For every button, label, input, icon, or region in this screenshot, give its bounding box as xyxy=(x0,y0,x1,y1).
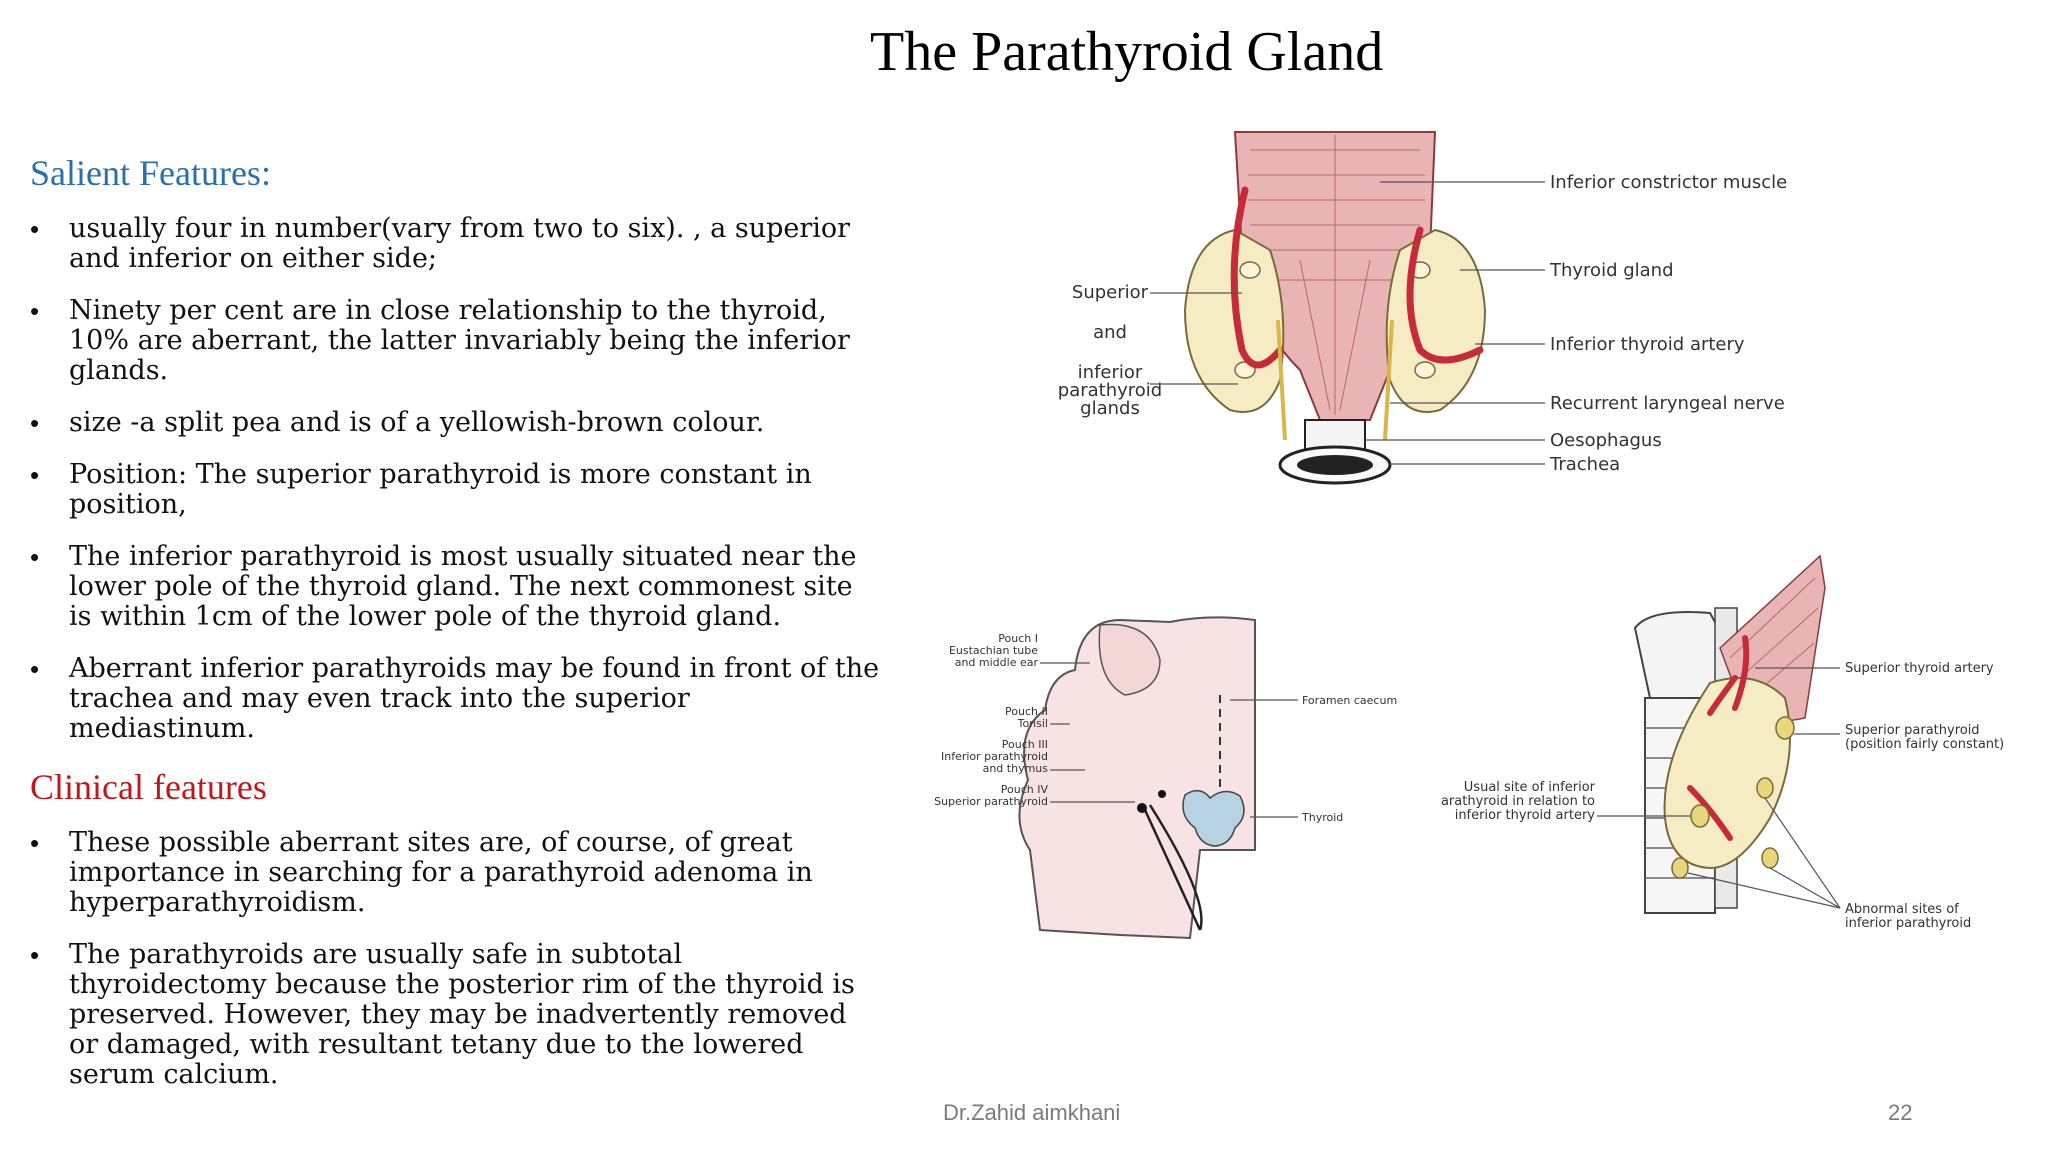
abnormal-site-3 xyxy=(1671,857,1689,879)
lateral-labels: Superior thyroid artery Superior parathy… xyxy=(1441,661,2004,931)
salient-features-list: • usually four in number(vary from two to… xyxy=(30,214,880,744)
label-pouch1-line3: and middle ear xyxy=(955,656,1039,669)
trachea-lumen xyxy=(1297,455,1373,475)
label-inferior-thyroid-artery: Inferior thyroid artery xyxy=(1550,334,1745,355)
label-superior: Superior xyxy=(1072,282,1149,303)
posterior-thyroid-figure: Superior and inferior parathyroid glands… xyxy=(1058,131,1787,485)
bullet-icon: • xyxy=(30,828,40,858)
label-oesophagus: Oesophagus xyxy=(1550,430,1662,451)
label-pouch3: Pouch III xyxy=(1002,738,1048,751)
label-pouch3-line3: and thymus xyxy=(983,762,1049,775)
bullet-icon: • xyxy=(30,214,40,244)
text-column: Salient Features: • usually four in numbe… xyxy=(30,152,880,1112)
label-usual-site-line2: arathyroid in relation to xyxy=(1441,794,1595,809)
salient-features-heading: Salient Features: xyxy=(30,153,271,193)
page-number: 22 xyxy=(1888,1100,1913,1125)
label-inferior: inferior xyxy=(1078,362,1143,383)
lateral-parathyroid-figure: Superior thyroid artery Superior parathy… xyxy=(1441,554,2004,931)
label-foramen-caecum: Foramen caecum xyxy=(1302,694,1397,707)
list-item-text: size -a split pea and is of a yellowish-… xyxy=(69,407,765,438)
list-item: • Ninety per cent are in close relationsh… xyxy=(30,296,880,386)
label-abnormal-sites-line2: inferior parathyroid xyxy=(1845,916,1971,931)
parathyroid-dot-upper xyxy=(1158,790,1166,798)
recurrent-laryngeal-nerve-right xyxy=(1383,319,1394,441)
list-item-text: The parathyroids are usually safe in sub… xyxy=(69,939,855,1090)
oesophagus xyxy=(1304,419,1366,451)
list-item-text: Position: The superior parathyroid is mo… xyxy=(69,459,812,520)
label-pouch1-line2: Eustachian tube xyxy=(949,644,1038,657)
label-pouch4-line2: Superior parathyroid xyxy=(934,795,1048,808)
label-superior-thyroid-artery: Superior thyroid artery xyxy=(1845,661,1994,676)
label-pouch2: Pouch II xyxy=(1005,705,1048,718)
leader-line xyxy=(1764,797,1841,909)
parathyroid-superior-left xyxy=(1239,261,1261,279)
usual-inferior-parathyroid xyxy=(1690,804,1710,828)
list-item-text: Ninety per cent are in close relationshi… xyxy=(69,295,850,386)
label-thyroid-gland: Thyroid gland xyxy=(1549,260,1674,281)
list-item-text: usually four in number(vary from two to … xyxy=(69,213,851,274)
bullet-icon: • xyxy=(30,408,40,438)
embryo-thyroid xyxy=(1182,789,1245,847)
muscle-fibres xyxy=(1248,135,1425,415)
label-usual-site: Usual site of inferior xyxy=(1464,780,1596,795)
artery-left xyxy=(1230,186,1284,369)
label-and: and xyxy=(1093,322,1127,343)
list-item: • The parathyroids are usually safe in su… xyxy=(30,940,880,1090)
clinical-features-list: • These possible aberrant sites are, of c… xyxy=(30,828,880,1090)
bullet-icon: • xyxy=(30,940,40,970)
label-abnormal-sites: Abnormal sites of xyxy=(1845,902,1959,917)
footer-author: Dr.Zahid aimkhani xyxy=(943,1100,1121,1125)
list-item: • The inferior parathyroid is most usuall… xyxy=(30,542,880,632)
pharynx-outline xyxy=(1018,616,1256,940)
list-item-text: Aberrant inferior parathyroids may be fo… xyxy=(69,653,880,744)
list-item-text: These possible aberrant sites are, of co… xyxy=(69,827,813,918)
label-usual-site-line3: inferior thyroid artery xyxy=(1455,808,1596,823)
label-thyroid: Thyroid xyxy=(1301,811,1343,824)
right-labels: Inferior constrictor muscle Thyroid glan… xyxy=(1365,172,1787,475)
artery-right xyxy=(1406,226,1484,364)
bullet-icon: • xyxy=(30,460,40,490)
parathyroid-dot-lower xyxy=(1137,803,1147,813)
label-pouch3-line2: Inferior parathyroid xyxy=(941,750,1048,763)
list-item: • Position: The superior parathyroid is m… xyxy=(30,460,880,520)
abnormal-site-2 xyxy=(1761,847,1779,869)
label-recurrent-laryngeal-nerve: Recurrent laryngeal nerve xyxy=(1550,393,1785,414)
label-parathyroid: parathyroid xyxy=(1058,380,1162,401)
recurrent-laryngeal-nerve-left xyxy=(1276,319,1287,441)
bullet-icon: • xyxy=(30,542,40,572)
label-pouch2-line2: Tonsil xyxy=(1017,717,1048,730)
label-trachea: Trachea xyxy=(1549,454,1620,475)
superior-parathyroid xyxy=(1775,716,1795,740)
pharyngeal-pouch-figure: Pouch I Eustachian tube and middle ear P… xyxy=(934,616,1397,940)
label-glands: glands xyxy=(1080,398,1140,419)
abnormal-site-1 xyxy=(1756,777,1774,799)
list-item-text: The inferior parathyroid is most usually… xyxy=(69,541,857,632)
inferior-thyroid-artery xyxy=(1687,785,1733,841)
pouch-lobe-1 xyxy=(1098,623,1161,696)
list-item: • Aberrant inferior parathyroids may be f… xyxy=(30,654,880,744)
migration-arrow xyxy=(1143,804,1203,931)
clinical-features-heading: Clinical features xyxy=(30,767,267,807)
label-superior-parathyroid: Superior parathyroid xyxy=(1845,723,1980,738)
parathyroid-inferior-right xyxy=(1414,361,1436,379)
label-inferior-constrictor: Inferior constrictor muscle xyxy=(1550,172,1787,193)
thyroid-right-lobe xyxy=(1385,228,1487,413)
pouch-labels: Pouch I Eustachian tube and middle ear P… xyxy=(934,632,1397,824)
leader-line xyxy=(1687,872,1841,909)
superior-thyroid-artery xyxy=(1707,635,1750,716)
label-superior-parathyroid-note: (position fairly constant) xyxy=(1845,737,2004,752)
slide-title: The Parathyroid Gland xyxy=(870,21,1384,83)
bullet-icon: • xyxy=(30,654,40,684)
leader-line xyxy=(1769,867,1841,909)
list-item: • usually four in number(vary from two to… xyxy=(30,214,880,274)
list-item: • size -a split pea and is of a yellowish… xyxy=(30,407,880,439)
label-pouch4: Pouch IV xyxy=(1001,783,1049,796)
bullet-icon: • xyxy=(30,296,40,326)
label-pouch1: Pouch I xyxy=(998,632,1038,645)
list-item: • These possible aberrant sites are, of c… xyxy=(30,828,880,918)
